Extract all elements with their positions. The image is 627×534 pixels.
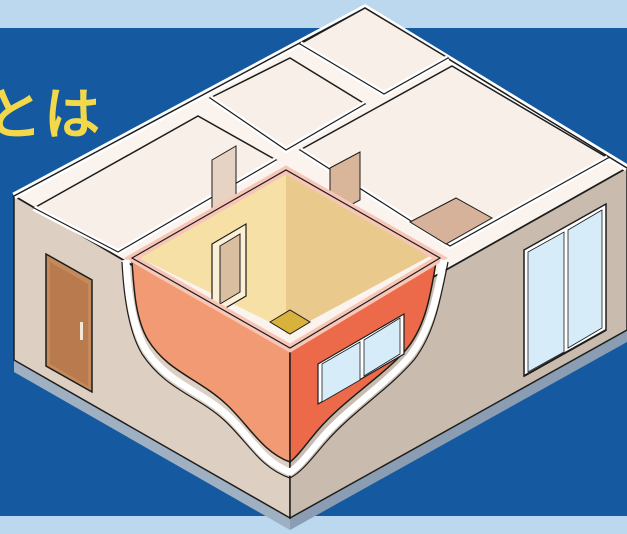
exterior-window-glass-right (568, 210, 602, 348)
highlight-room-inner-door-frame (220, 234, 240, 304)
exterior-window-glass-left (528, 232, 564, 372)
door-handle (80, 322, 83, 340)
